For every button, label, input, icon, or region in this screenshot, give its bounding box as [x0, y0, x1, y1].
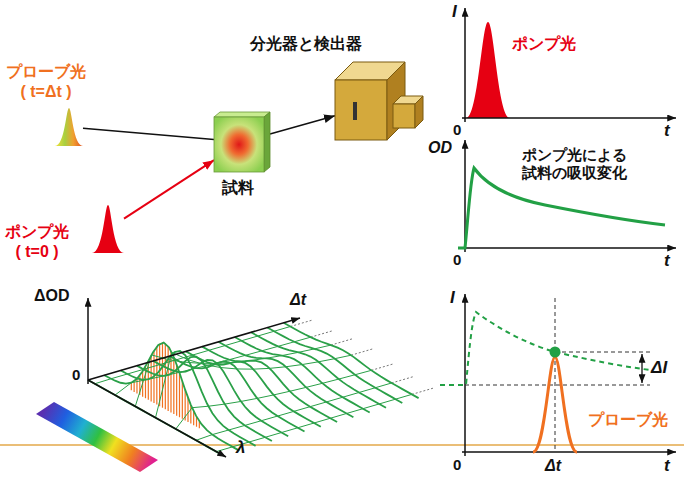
beam-line — [270, 116, 335, 134]
chart-label: t — [664, 456, 670, 476]
transient-spectrum-3d-part-part — [179, 373, 180, 417]
chart-label: 0 — [453, 121, 461, 139]
transient-spectrum-3d-part-part — [290, 320, 313, 327]
pump-intensity-chart-part — [462, 117, 676, 119]
beam-line — [83, 128, 214, 139]
transient-spectrum-3d-part — [88, 318, 300, 380]
probe-intensity-chart-part — [533, 357, 577, 452]
chart-label: I — [452, 2, 457, 22]
transient-spectrum-3d-part-part — [136, 379, 137, 394]
node-label: ポンプ光 ( t=0 ) — [2, 222, 72, 262]
transient-spectrum-3d-part-part — [104, 343, 239, 451]
probe-pulse: プローブ光 ( t=Δt ) — [55, 108, 83, 146]
sample-plate-shape-part — [264, 112, 270, 172]
chart-label: I — [450, 288, 455, 308]
chart-label: プローブ光 — [588, 410, 668, 429]
transient-spectrum-3d-part-part — [371, 364, 394, 371]
detector-box: 分光器と検出器 — [335, 62, 425, 144]
probe-intensity-chart-part — [464, 294, 466, 456]
chart-label: Δt — [290, 290, 306, 309]
transient-spectrum-3d-part-part — [131, 383, 132, 391]
sample-plate: 試料 — [214, 112, 270, 172]
detector-box-shape — [335, 62, 425, 144]
transient-spectrum-3d-part-part — [182, 381, 183, 418]
pump-intensity-chart-part — [466, 22, 510, 118]
probe-pulse-shape — [55, 108, 83, 146]
detector-box-shape-part — [415, 96, 423, 128]
transient-spectrum-3d-part — [88, 380, 226, 457]
transient-spectrum-3d-part-part — [173, 357, 174, 414]
probe-pulse-shape-part — [55, 108, 83, 146]
probe-intensity-chart-part — [555, 298, 556, 452]
chart-label: 0 — [72, 366, 80, 384]
transient-spectrum-3d — [36, 298, 435, 472]
probe-intensity-chart — [440, 294, 676, 456]
sample-plate-shape-part — [214, 117, 264, 172]
probe-intensity-chart-part — [440, 312, 650, 385]
transient-spectrum-3d-part-part — [235, 337, 370, 412]
chart-label: 0 — [453, 251, 461, 269]
chart-label: ポンプ光 — [512, 34, 576, 53]
transient-spectrum-3d-part-part — [137, 357, 272, 441]
transient-spectrum-3d-part-part — [153, 360, 288, 436]
transient-spectrum-3d-part-part — [311, 331, 334, 338]
chart-label: λ — [236, 438, 245, 458]
detector-box-shape-part — [335, 80, 387, 140]
detector-box-shape-part — [393, 104, 415, 128]
sample-plate-shape — [214, 112, 270, 172]
probe-intensity-chart-part — [462, 451, 676, 453]
transient-spectrum-3d-part — [88, 320, 435, 456]
node-label: プローブ光 ( t=Δt ) — [3, 62, 89, 102]
transient-spectrum-3d-part-part — [134, 381, 135, 392]
pump-pulse-shape — [92, 205, 124, 253]
absorption-chart-part — [462, 247, 676, 249]
chart-label: Δt — [545, 456, 561, 475]
pump-intensity-chart — [462, 8, 676, 122]
transient-spectrum-3d-part-part — [284, 323, 419, 398]
detector-box-shape-part — [353, 102, 357, 120]
transient-spectrum-3d-part-part — [331, 338, 354, 345]
probe-intensity-chart-part — [555, 352, 650, 353]
chart-label: t — [664, 251, 670, 271]
chart-label: OD — [428, 138, 452, 157]
chart-label: ΔOD — [34, 286, 70, 305]
beam-line — [124, 160, 214, 218]
chart-label: t — [664, 121, 670, 141]
transient-spectrum-3d-part-part — [351, 349, 374, 356]
chart-label: ΔI — [651, 358, 667, 378]
chart-label: ポンプ光による 試料の吸収変化 — [522, 146, 633, 182]
absorption-chart — [458, 140, 676, 252]
node-label: 試料 — [222, 178, 254, 198]
transient-spectrum-3d-part-part — [251, 332, 386, 407]
node-label: 分光器と検出器 — [250, 34, 362, 54]
pump-pulse: ポンプ光 ( t=0 ) — [92, 205, 124, 253]
transient-spectrum-3d-part — [36, 402, 158, 472]
transient-spectrum-3d-part-part — [218, 342, 353, 417]
transient-spectrum-3d-part — [87, 298, 89, 384]
probe-intensity-chart-part — [550, 347, 561, 358]
pump-pulse-shape-part — [92, 205, 124, 253]
probe-intensity-chart-part — [641, 354, 642, 383]
pump-intensity-chart-part — [464, 8, 466, 122]
probe-intensity-chart-part — [465, 385, 650, 386]
transient-spectrum-3d-part-part — [267, 328, 402, 403]
transient-spectrum-3d-part-part — [202, 347, 337, 422]
chart-label: 0 — [453, 456, 461, 474]
transient-spectrum-3d-part-part — [170, 356, 305, 431]
transient-spectrum-3d-part-part — [187, 398, 188, 422]
sample-plate-shape-part — [214, 112, 270, 117]
transient-spectrum-3d-part-part — [392, 376, 415, 383]
transient-spectrum-3d-part-part — [412, 388, 435, 395]
